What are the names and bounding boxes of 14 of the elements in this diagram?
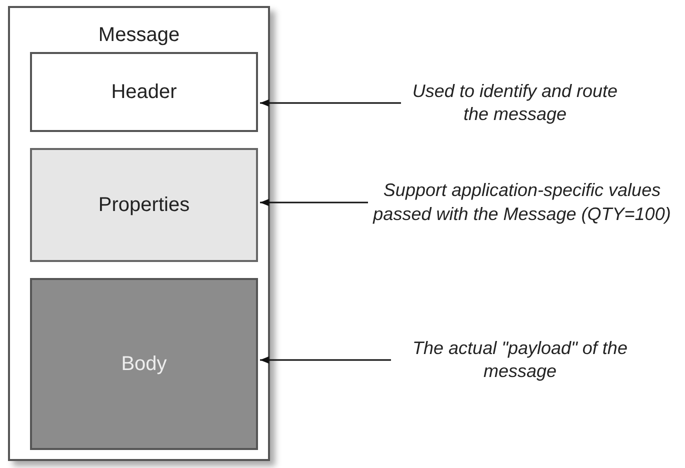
message-part-box (30, 52, 258, 132)
arrow (260, 198, 368, 206)
annotation-text: Used to identify and route the message (411, 80, 619, 126)
box-label: Body (121, 352, 167, 376)
message-container (8, 6, 270, 461)
message-part-box (30, 148, 258, 262)
arrow (260, 99, 401, 107)
annotation-text: The actual "payload" of the message (412, 336, 628, 383)
box-label: Header (111, 80, 177, 104)
message-part-box (30, 278, 258, 450)
box-label: Message (98, 24, 180, 47)
box-label: Properties (98, 194, 190, 216)
annotation-text: Support application-specific values passed with the Message (QTY=100) (372, 179, 672, 226)
arrow (260, 356, 391, 364)
